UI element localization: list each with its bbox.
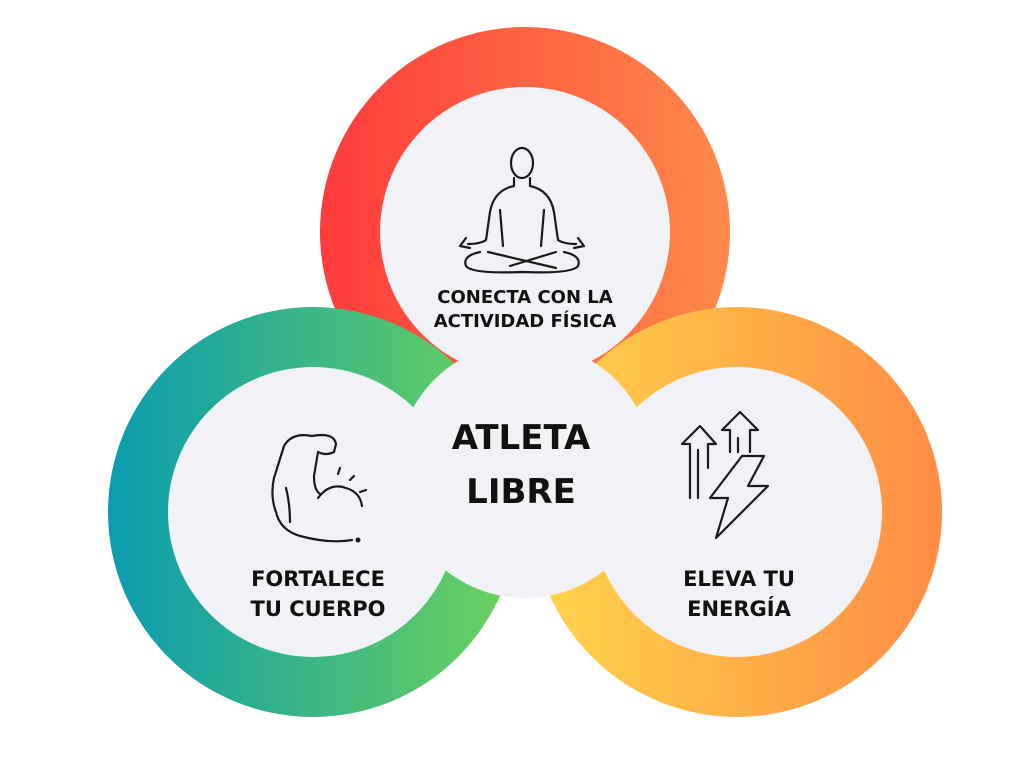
inner-disc-left — [168, 367, 458, 657]
center-title-line1: ATLETA — [452, 418, 591, 458]
right-label-line2: ENERGÍA — [687, 596, 791, 621]
energy-bolt-icon — [680, 410, 770, 540]
flexed-arm-icon — [271, 433, 368, 543]
left-label-line1: FORTALECE — [251, 567, 385, 591]
center-title-line2: LIBRE — [466, 472, 576, 512]
inner-disc-top — [380, 87, 670, 377]
meditation-icon — [458, 146, 586, 274]
top-label-line2: ACTIVIDAD FÍSICA — [434, 310, 617, 332]
right-label-line1: ELEVA TU — [683, 567, 795, 591]
inner-disc-right — [592, 367, 882, 657]
top-label-line1: CONECTA CON LA — [437, 287, 612, 308]
left-label-line2: TU CUERPO — [251, 597, 386, 621]
center-disc — [397, 342, 653, 598]
